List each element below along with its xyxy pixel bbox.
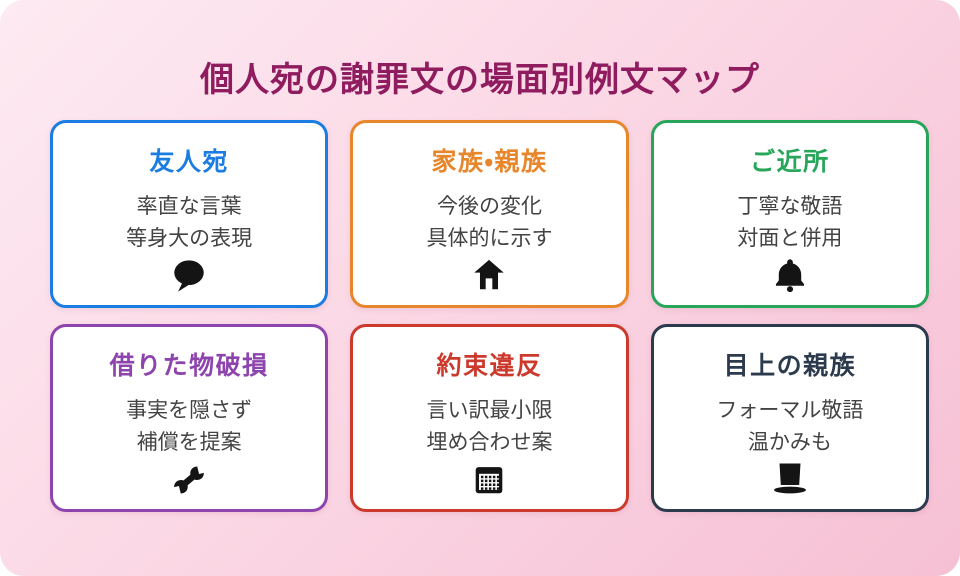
card-borrowed-item-damage-line-1: 事実を隠さず — [126, 399, 253, 422]
card-elder-relatives-lines: フォーマル敬語 温かみも — [716, 395, 863, 458]
card-friends-lines: 率直な言葉 等身大の表現 — [126, 191, 252, 254]
bell-icon — [771, 254, 809, 305]
card-borrowed-item-damage-line-2: 補償を提案 — [136, 430, 242, 454]
wrench-icon — [169, 458, 209, 509]
card-broken-promise-title: 約束違反 — [436, 352, 543, 380]
card-broken-promise-line-2: 埋め合わせ案 — [426, 430, 553, 454]
card-neighbors-title: ご近所 — [750, 148, 830, 176]
card-elder-relatives-line-2: 温かみも — [747, 430, 832, 454]
card-borrowed-item-damage: 借りた物破損 事実を隠さず 補償を提案 — [50, 324, 329, 512]
card-broken-promise-lines: 言い訳最小限 埋め合わせ案 — [426, 395, 552, 458]
calendar-icon — [470, 458, 508, 509]
card-neighbors-line-2: 対面と併用 — [737, 226, 843, 250]
house-icon — [470, 254, 508, 305]
card-family: 家族・親族 今後の変化 具体的に示す — [350, 120, 629, 308]
card-neighbors-lines: 丁寧な敬語 対面と併用 — [737, 191, 842, 254]
card-elder-relatives-line-1: フォーマル敬語 — [716, 399, 864, 422]
top-hat-icon — [770, 458, 810, 509]
card-elder-relatives: 目上の親族 フォーマル敬語 温かみも — [650, 324, 929, 512]
card-neighbors-line-1: 丁寧な敬語 — [737, 195, 843, 218]
page-title: 個人宛の謝罪文の場面別例文マップ — [200, 60, 760, 99]
speech-bubble-icon — [170, 254, 208, 305]
card-broken-promise: 約束違反 言い訳最小限 埋め合わせ案 — [350, 324, 629, 512]
card-family-lines: 今後の変化 具体的に示す — [426, 191, 552, 254]
card-neighbors: ご近所 丁寧な敬語 対面と併用 — [650, 120, 929, 308]
card-broken-promise-line-1: 言い訳最小限 — [426, 399, 553, 422]
card-borrowed-item-damage-title: 借りた物破損 — [109, 352, 269, 380]
card-elder-relatives-title: 目上の親族 — [723, 352, 857, 380]
card-friends: 友人宛 率直な言葉 等身大の表現 — [50, 120, 329, 308]
card-friends-line-2: 等身大の表現 — [126, 226, 253, 250]
card-grid: 友人宛 率直な言葉 等身大の表現 家族・親族 今後の変化 具体的に示す — [50, 120, 929, 512]
card-family-title: 家族・親族 — [431, 148, 548, 176]
card-family-line-1: 今後の変化 — [436, 195, 542, 218]
card-family-line-2: 具体的に示す — [426, 226, 553, 250]
card-friends-line-1: 率直な言葉 — [136, 195, 242, 218]
card-borrowed-item-damage-lines: 事実を隠さず 補償を提案 — [126, 395, 252, 458]
card-friends-title: 友人宛 — [149, 148, 229, 176]
